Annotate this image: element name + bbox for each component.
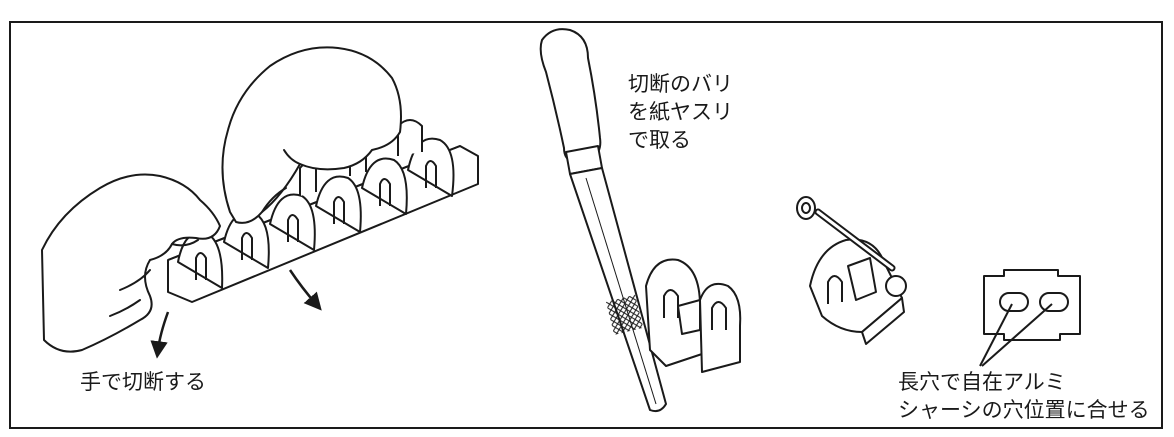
bracket-strip [167,119,479,303]
down-arrow-icon [150,311,170,359]
caption-line: で取る [628,128,691,152]
slot-hole [1039,292,1069,312]
caption-line: を紙ヤスリ [628,100,733,124]
caption-line: 長穴で自在アルミ [898,370,1066,394]
caption-line: 切断のバリ [628,72,733,96]
slotted-plate [983,269,1081,341]
hands [41,46,402,353]
bracket-with-bolt [796,196,907,345]
caption-break-by-hand: 手で切断する [80,370,206,394]
panel-border [9,21,1163,429]
caption-file-burrs: 切断のバリ を紙ヤスリ で取る [628,70,733,154]
slot-hole [999,292,1029,312]
hand-file [539,28,667,413]
pointer-lines [979,303,1053,367]
down-arrow-icon [288,269,322,311]
bracket-single [645,258,742,373]
motion-arrows [150,269,322,359]
caption-line: シャーシの穴位置に合せる [898,398,1150,422]
caption-slot-align: 長穴で自在アルミ シャーシの穴位置に合せる [898,368,1150,424]
